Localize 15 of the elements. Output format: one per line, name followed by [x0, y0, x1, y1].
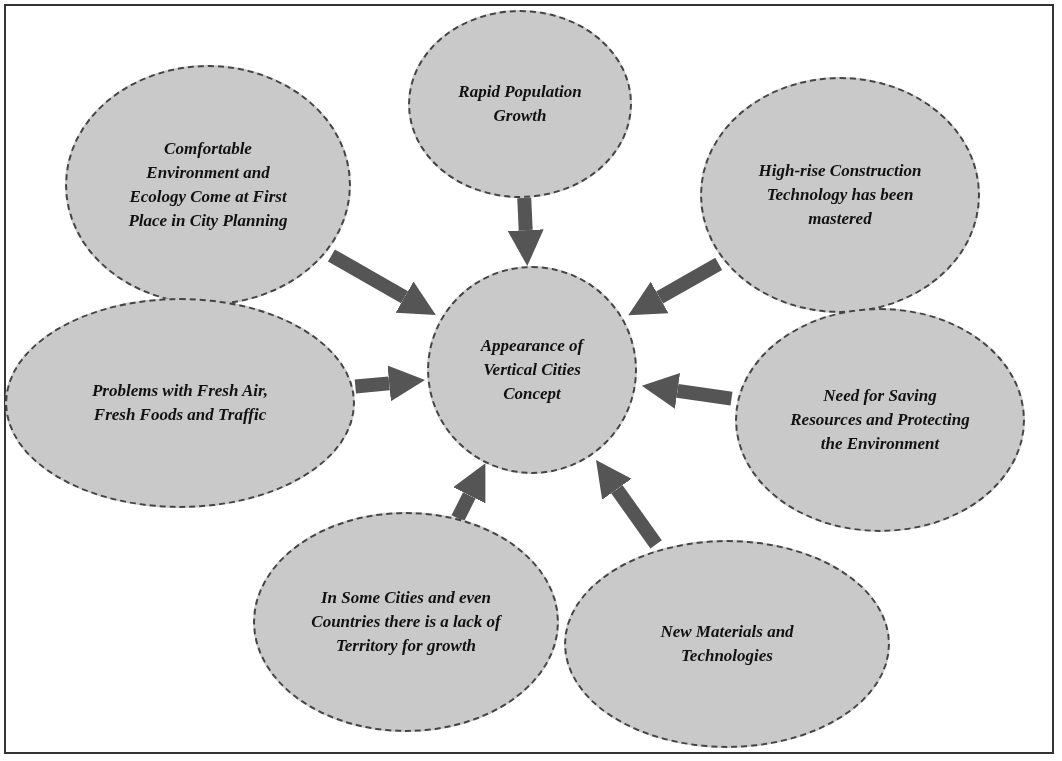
node-text: Rapid Population Growth — [457, 81, 583, 127]
node-text: Comfortable Environment and Ecology Come at First Place in City Planning — [127, 138, 289, 232]
node-text: New Materials and Technologies — [659, 621, 795, 667]
block-arrow — [327, 249, 436, 316]
node-text: In Some Cities and even Countries there is a lack of Territory for growth — [310, 587, 502, 657]
block-arrow — [451, 463, 486, 522]
node-text: High-rise Construction Technology has been mastered — [757, 160, 923, 230]
node-text: Appearance of Vertical Cities Concept — [479, 335, 586, 405]
block-arrow — [641, 373, 733, 409]
node-text: Problems with Fresh Air, Fresh Foods and Traffic — [91, 380, 269, 426]
block-arrow — [595, 459, 662, 549]
node-text: Need for Saving Resources and Protecting the Environment — [789, 385, 971, 455]
block-arrow — [507, 197, 544, 267]
block-arrow — [628, 257, 723, 316]
block-arrow — [354, 365, 426, 402]
